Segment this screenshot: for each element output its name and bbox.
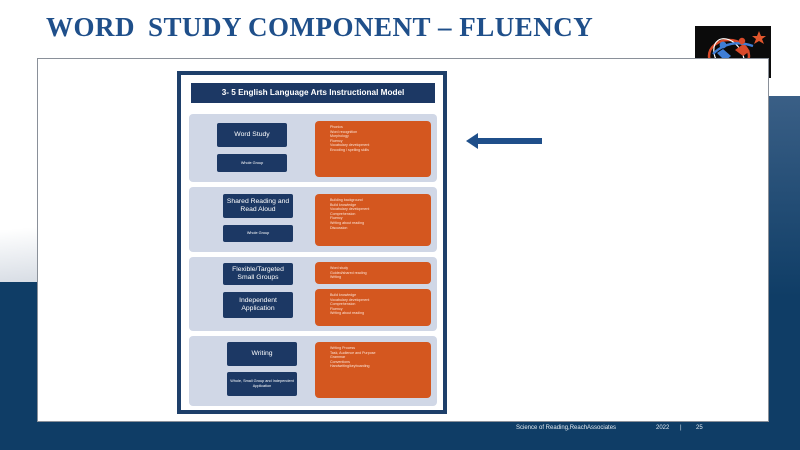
title-word-1: WORD — [46, 12, 135, 42]
list-item: Writing Process — [330, 346, 426, 351]
title-word-2: STUDY — [148, 12, 243, 42]
whole-group-box: Whole Group — [223, 225, 293, 242]
footer-page-number: 25 — [696, 425, 703, 431]
small-groups-box: Flexible/Targeted Small Groups — [223, 263, 293, 285]
list-item: Comprehension — [330, 212, 426, 217]
left-arrow-icon — [466, 133, 542, 149]
whole-small-group-box: Whole, Small Group and Independent Appli… — [227, 372, 297, 396]
orange-list-box-top: Word study Guided/shared reading Writing — [315, 262, 431, 284]
orange-list: Build knowledge Vocabulary development C… — [325, 293, 426, 316]
independent-application-box: Independent Application — [223, 292, 293, 318]
list-item: Handwriting/keyboarding — [330, 364, 426, 369]
list-item: Building background — [330, 198, 426, 203]
section-shared-reading: Shared Reading and Read Aloud Whole Grou… — [189, 187, 437, 252]
orange-list-box: Writing Process Task, Audience and Purpo… — [315, 342, 431, 398]
list-item: Task, Audience and Purpose — [330, 351, 426, 356]
list-item: Comprehension — [330, 302, 426, 307]
footer-year: 2022 — [656, 425, 670, 431]
list-item: Vocabulary development — [330, 143, 426, 148]
instructional-model-image: 3- 5 English Language Arts Instructional… — [177, 71, 447, 414]
orange-list-box: Building background Build knowledge Voca… — [315, 194, 431, 246]
list-item: Encoding / spelling skills — [330, 148, 426, 153]
footer-source: Science of Reading,ReachAssociates — [516, 425, 617, 431]
list-item: Discussion — [330, 226, 426, 231]
title-word-3: COMPONENT — [248, 12, 431, 42]
orange-list: Writing Process Task, Audience and Purpo… — [325, 346, 426, 369]
list-item: Writing about reading — [330, 221, 426, 226]
list-item: Fluency — [330, 139, 426, 144]
shared-reading-box: Shared Reading and Read Aloud — [223, 194, 293, 218]
whole-group-box: Whole Group — [217, 154, 287, 172]
section-word-study: Word Study Whole Group Phonics Word reco… — [189, 114, 437, 182]
orange-list-box-bottom: Build knowledge Vocabulary development C… — [315, 289, 431, 326]
list-item: Fluency — [330, 307, 426, 312]
list-item: Build knowledge — [330, 293, 426, 298]
list-item: Phonics — [330, 125, 426, 130]
orange-list-box: Phonics Word recognition Morphology Flue… — [315, 121, 431, 177]
list-item: Conventions — [330, 360, 426, 365]
list-item: Build knowledge — [330, 203, 426, 208]
title-word-4: – FLUENCY — [438, 12, 594, 42]
section-writing: Writing Whole, Small Group and Independe… — [189, 336, 437, 406]
list-item: Grammar — [330, 355, 426, 360]
orange-list: Phonics Word recognition Morphology Flue… — [325, 125, 426, 153]
list-item: Fluency — [330, 216, 426, 221]
list-item: Guided/shared reading — [330, 271, 426, 276]
section-small-groups: Flexible/Targeted Small Groups Independe… — [189, 257, 437, 331]
list-item: Writing — [330, 275, 426, 280]
document-title: 3- 5 English Language Arts Instructional… — [191, 83, 435, 103]
orange-list: Building background Build knowledge Voca… — [325, 198, 426, 230]
list-item: Morphology — [330, 134, 426, 139]
document-inner: 3- 5 English Language Arts Instructional… — [181, 75, 443, 410]
list-item: Writing about reading — [330, 311, 426, 316]
list-item: Vocabulary development — [330, 207, 426, 212]
orange-list: Word study Guided/shared reading Writing — [325, 266, 426, 280]
list-item: Word recognition — [330, 130, 426, 135]
list-item: Word study — [330, 266, 426, 271]
list-item: Vocabulary development — [330, 298, 426, 303]
word-study-box: Word Study — [217, 123, 287, 147]
footer-separator: | — [680, 425, 682, 431]
writing-box: Writing — [227, 342, 297, 366]
